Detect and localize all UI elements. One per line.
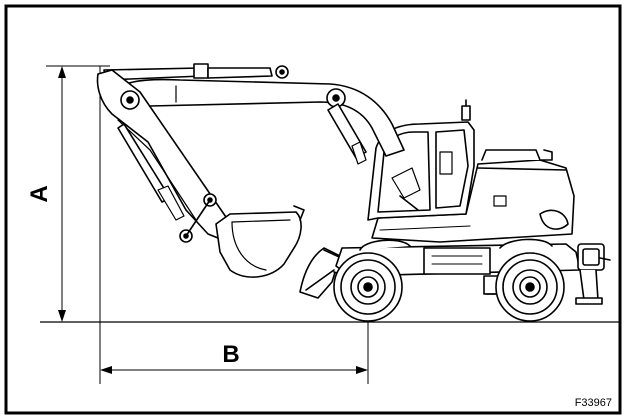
dimension-a-arrow-bottom	[58, 310, 66, 322]
boom-cylinder	[327, 103, 367, 165]
dimension-a: A	[26, 65, 110, 322]
dimension-b-arrow-left	[100, 366, 112, 374]
bucket	[215, 205, 305, 278]
figure-code: F33967	[575, 397, 612, 409]
excavator	[96, 63, 611, 322]
dimension-b-label: B	[222, 341, 239, 368]
rear-outrigger	[575, 243, 611, 305]
upper-structure	[371, 149, 575, 243]
arm-cylinder	[103, 63, 289, 81]
diagram-frame	[4, 4, 622, 415]
front-wheel	[333, 252, 403, 322]
bucket-cylinder	[117, 123, 217, 243]
rear-wheel	[495, 252, 565, 322]
dimension-b-arrow-right	[356, 366, 368, 374]
dimension-a-label: A	[26, 185, 53, 202]
dimension-a-arrow-top	[58, 66, 66, 78]
